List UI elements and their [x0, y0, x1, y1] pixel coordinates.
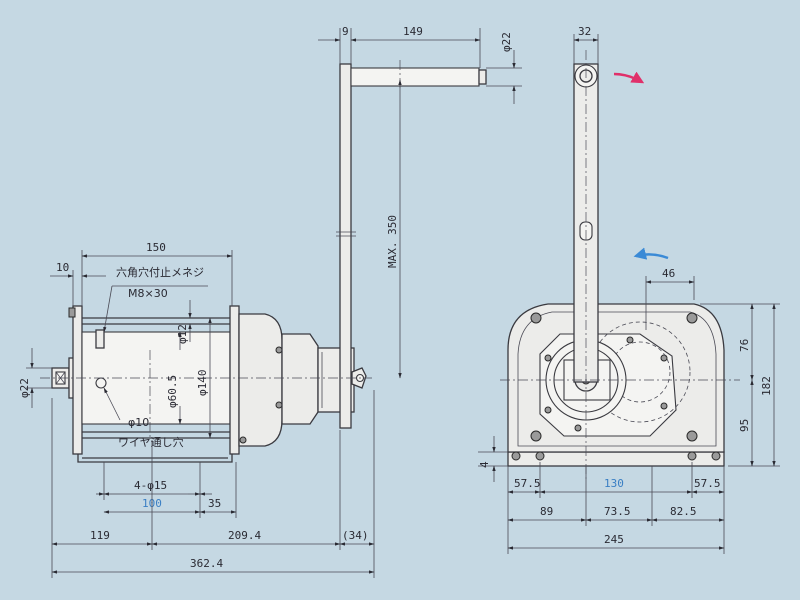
dim-95: 95: [738, 419, 751, 432]
handle-grip: [350, 67, 480, 87]
brake-housing: [281, 333, 319, 425]
label-screw-size: M8×30: [128, 287, 168, 300]
dim-76: 76: [738, 339, 751, 352]
gear-housing: [238, 313, 283, 447]
dim-57-5-left: 57.5: [514, 477, 541, 490]
dim-offset-10: 10: [56, 261, 69, 274]
dim-209-4: 209.4: [228, 529, 261, 542]
base-bolt: [711, 451, 721, 461]
dim-holes: 4-φ15: [134, 479, 167, 492]
label-wire-hole: ワイヤ通し穴: [118, 435, 184, 449]
label-hex-set-screw: 六角穴付止メネジ: [116, 265, 204, 279]
dim-base-pitch: 130: [604, 477, 624, 490]
dim-dia-12: φ12: [176, 324, 189, 344]
dim-35: 35: [208, 497, 221, 510]
dim-73-5: 73.5: [604, 505, 631, 518]
dim-dia-60-5: φ60.5: [166, 375, 179, 408]
frame-bolt: [686, 312, 698, 324]
dim-handle-length: 149: [403, 25, 423, 38]
dim-46: 46: [662, 267, 675, 280]
dim-handle-gap: 9: [342, 25, 349, 38]
front-view-dimensions: 32 46 76 95 182 4 57.5 130 57.5: [478, 25, 780, 554]
dim-handle-width: 32: [578, 25, 591, 38]
dim-total-length: 362.4: [190, 557, 223, 570]
side-view: [40, 60, 487, 463]
rotation-arrow-pink: [613, 71, 645, 84]
right-side-plate: [229, 305, 240, 455]
dim-shaft-dia: φ22: [18, 378, 31, 398]
front-view: [500, 50, 740, 480]
base-bolt: [535, 451, 545, 461]
dim-34: (34): [342, 529, 369, 542]
dim-base-thickness: 4: [478, 461, 491, 468]
dim-grip-dia: φ22: [500, 32, 513, 52]
side-view-dimensions: 9 149 φ22 MAX. 350 150 10 六角穴付止メネジ M8×30…: [18, 25, 522, 578]
dim-dia-140: φ140: [196, 370, 209, 397]
base-bolt: [687, 451, 697, 461]
left-side-plate: [72, 305, 83, 455]
dim-max-radius: MAX. 350: [386, 215, 399, 268]
frame-bolt: [686, 430, 698, 442]
dim-width-150: 150: [146, 241, 166, 254]
frame-bolt: [530, 430, 542, 442]
frame-bolt: [530, 312, 542, 324]
dim-119: 119: [90, 529, 110, 542]
handle-arm: [339, 63, 352, 429]
dim-89: 89: [540, 505, 553, 518]
base-bolt: [511, 451, 521, 461]
label-wire-hole-dia: φ10: [128, 416, 149, 429]
dim-height-182: 182: [760, 376, 773, 396]
rotation-arrow-blue: [633, 247, 669, 260]
wire-hole: [95, 377, 107, 389]
set-screw: [95, 329, 105, 349]
bolt-top-left: [68, 307, 76, 318]
dim-57-5-right: 57.5: [694, 477, 721, 490]
dim-82-5: 82.5: [670, 505, 697, 518]
dim-base-width: 245: [604, 533, 624, 546]
